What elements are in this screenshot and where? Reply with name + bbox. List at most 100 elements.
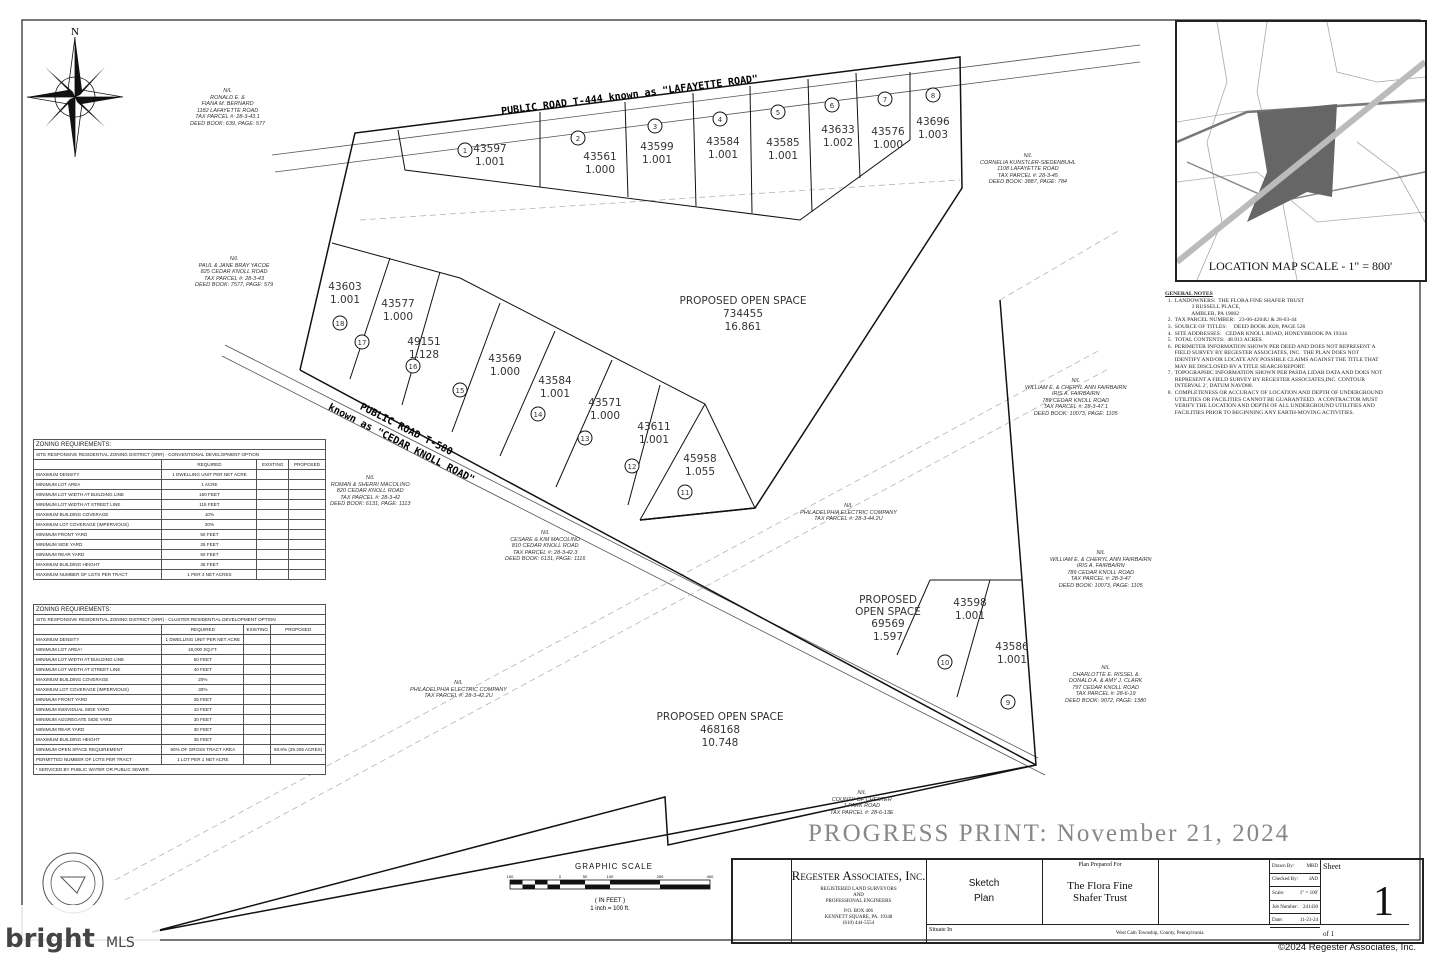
neighbor-label-line: N/L [1101,665,1110,671]
zoning-cell [287,529,327,540]
company-name: Regester Associates, Inc. [791,868,926,883]
lot-number-marker [677,484,693,500]
zoning-cell: 60% OF GROSS TRACT AREA [161,744,245,755]
open-space-1-area: 734455 [723,308,763,320]
general-notes: GENERAL NOTES 1. LANDOWNERS: THE FLORA F… [1165,291,1430,416]
zoning-cell [256,519,289,530]
situate-value: West Caln Township, County, Pennsylvania [1116,931,1204,936]
zoning-cell: 35 FEET [161,734,245,745]
plan-type-line: Sketch [968,878,1000,889]
zoning-cell [256,549,289,560]
zoning-cell [243,674,272,685]
zoning-cell [243,664,272,675]
neighbor-label-line: WILLIAM E. & CHERYL ANN FAIRBAIRN [1050,556,1152,563]
info-row: Job Number:241430 [1270,901,1320,915]
lot-area: 43569 [488,353,521,365]
open-space-3-acres: 10.748 [702,737,739,749]
lot-area: 43597 [473,143,506,155]
title-block: Regester Associates, Inc. REGISTERED LAN… [731,858,1424,944]
neighbor-label-line: N/L [540,530,550,536]
zoning-header [32,624,163,635]
lot-number-marker [937,654,953,670]
lot-number-marker [452,382,468,398]
info-label: Scale: [1272,890,1285,896]
open-space-2-acres: 1.597 [873,631,903,643]
zoning-header [32,459,163,470]
zoning-cell [256,569,289,580]
zoning-cell [287,559,327,570]
info-value: 1" = 100' [1299,890,1318,896]
zoning-subtitle: SITE RESPONSIVE RESIDENTIAL ZONING DISTR… [33,449,326,460]
lot-acres: 1.001 [997,654,1027,666]
sheet-number: 1 [1373,879,1394,925]
zoning-cell: MINIMUM FRONT YARD [32,694,163,705]
zoning-cell [270,734,326,745]
zoning-header: EXISTING [243,624,272,635]
open-space-2-label-1: PROPOSED [859,594,917,606]
lot-area: 43585 [766,137,799,149]
info-row: Scale: 1" = 100' [1270,887,1320,901]
lot-number-marker [405,358,421,374]
neighbor-label-line: 825 CEDAR KNOLL ROAD [200,269,268,275]
location-map [1175,20,1427,282]
prepared-for-name: Shafer Trust [1072,892,1128,904]
zoning-cell: MAXIMUM BUILDING COVERAGE [32,509,163,520]
general-note-line: 5. TOTAL CONTENTS: 48.913 ACRES [1165,337,1262,344]
lot-acres: 1.000 [873,139,903,151]
lot-area: 43598 [953,597,986,609]
lot-number: 14 [534,411,543,419]
lot-number: 12 [628,463,637,471]
lot-number-marker [1000,694,1016,710]
zoning-cell [287,499,327,510]
zoning-cell [256,509,289,520]
north-label: N [71,26,79,38]
zoning-cell: MINIMUM LOT WIDTH AT BUILDING LINE [32,654,163,665]
info-value: JAD [1308,877,1318,883]
zoning-cell [256,469,289,480]
zoning-cell: MAXIMUM BUILDING COVERAGE [32,674,163,685]
scale-tick: 100 [507,874,514,879]
neighbor-label-line: CHARLOTTE E. RISSEL & [1072,671,1139,678]
zoning-cell [287,569,327,580]
general-notes-title: GENERAL NOTES [1165,291,1213,297]
scale-tick: 100 [607,874,614,879]
scale-ratio: 1 inch = 100 ft. [590,906,630,912]
situate-row: Situate In West Caln Township, County, P… [926,924,1409,943]
neighbor-label-line: PHILADELPHIA ELECTRIC COMPANY [410,686,507,693]
lot-acres: 1.003 [918,129,948,141]
scale-tick: 50 [583,874,588,879]
road-label-lafayette: PUBLIC ROAD T-444 known as "LAFAYETTE RO… [501,74,759,118]
zoning-cell: 30 FEET [161,714,245,725]
zoning-cell [256,559,289,570]
plan-type-line: Plan [973,893,994,904]
neighbor-label-line: N/L [229,256,239,262]
neighbor-label-line: PAUL & JANE BRAY YACOE [198,262,270,269]
road-label-cedar-knoll-2: known as "CEDAR KNOLL ROAD" [326,402,476,486]
zoning-header: REQUIRED [161,459,258,470]
neighbor-label-line: PHILADELPHIA ELECTRIC COMPANY [800,509,897,516]
open-space-2-area: 69569 [871,618,904,630]
zoning-cell [270,684,326,695]
info-label: Job Number: [1272,904,1298,910]
zoning-cell: MAXIMUM DENSITY [32,634,163,645]
info-row: Date:11-21-24 [1270,914,1320,928]
info-row: Drawn By:MRD [1270,860,1320,874]
zoning-cell [256,539,289,550]
zoning-cell: 1 PER 4 NET ACRES [161,569,258,580]
neighbor-label-line: DEED BOOK: 6131, PAGE: 1113 [330,501,411,507]
zoning-header: REQUIRED [161,624,245,635]
zoning-cell [256,529,289,540]
info-label: Drawn By: [1272,863,1295,869]
lot-number-marker [877,91,893,107]
lot-number: 1 [463,147,467,155]
neighbor-label-line: TAX PARCEL #: 28-3-47 [1070,576,1131,582]
lot-number-marker [577,430,593,446]
